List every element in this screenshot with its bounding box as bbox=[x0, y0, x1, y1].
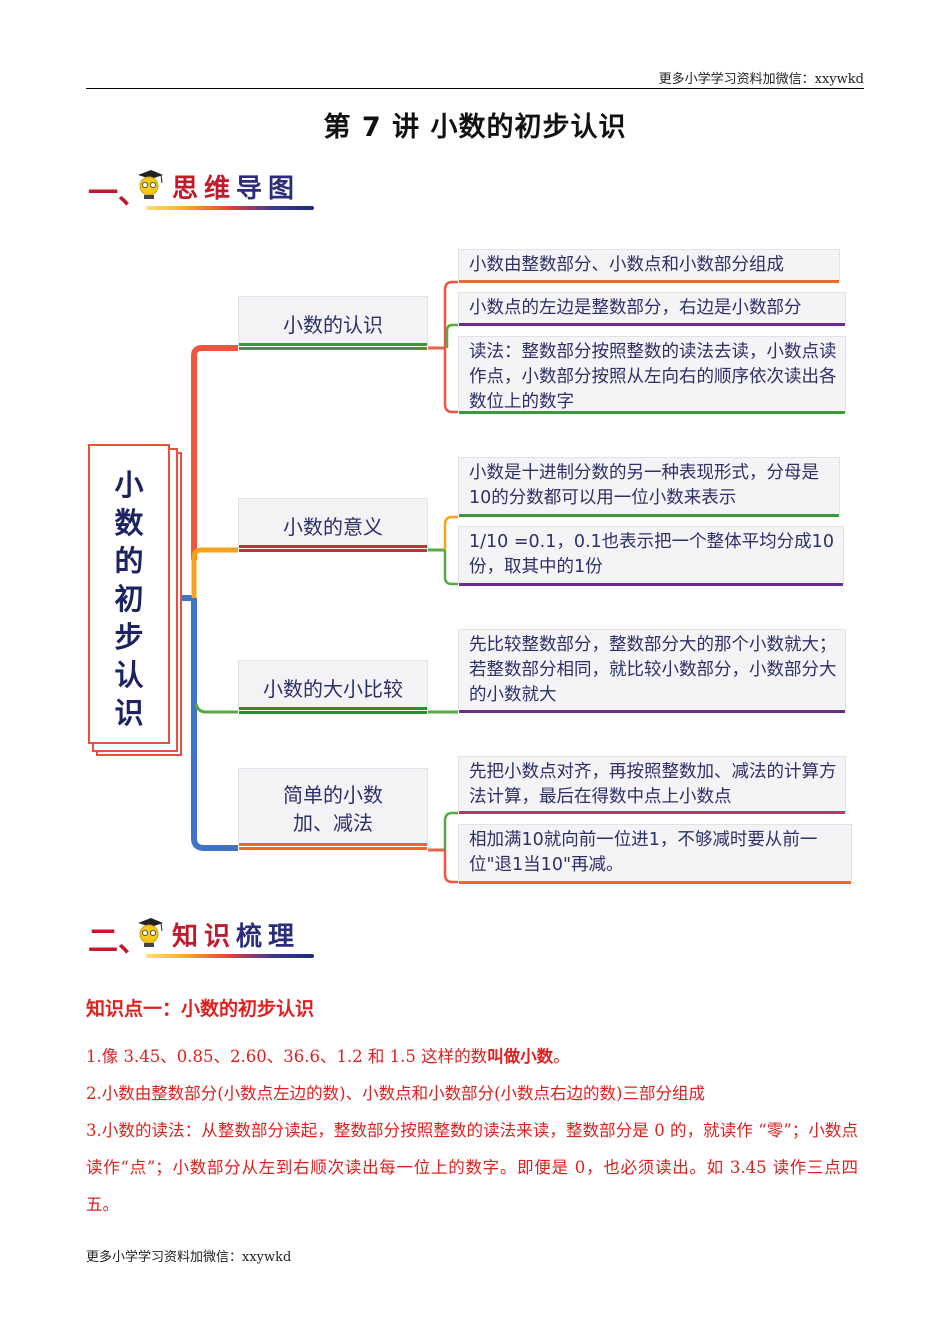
leaf-text: 先比较整数部分，整数部分大的那个小数就大；若整数部分相同，就比较小数部分，小数部… bbox=[469, 635, 837, 705]
leaf-node: 先比较整数部分，整数部分大的那个小数就大；若整数部分相同，就比较小数部分，小数部… bbox=[458, 629, 846, 713]
page-title: 第 7 讲 小数的初步认识 bbox=[323, 112, 627, 143]
root-label: 小数的初步认识 bbox=[90, 466, 168, 732]
section-number: 一、 bbox=[88, 176, 148, 211]
leaf-text: 小数由整数部分、小数点和小数部分组成 bbox=[469, 255, 784, 275]
knowledge-item-3: 3.小数的读法：从整数部分读起，整数部分按照整数的读法来读，整数部分是 0 的，… bbox=[86, 1112, 858, 1223]
graduate-mascot-icon bbox=[138, 918, 163, 947]
header-divider bbox=[86, 88, 864, 89]
branch-underline bbox=[239, 347, 427, 350]
leaf-text: 小数是十进制分数的另一种表现形式，分母是10的分数都可以用一位小数来表示 bbox=[469, 463, 819, 508]
leaf-text: 相加满10就向前一位进1，不够减时要从前一位"退1当10"再减。 bbox=[469, 830, 818, 875]
branch-label: 小数的认识 bbox=[283, 313, 383, 337]
branch-underline bbox=[239, 549, 427, 552]
leaf-underline bbox=[459, 881, 851, 884]
leaf-node: 相加满10就向前一位进1，不够减时要从前一位"退1当10"再减。 bbox=[458, 824, 852, 884]
leaf-underline bbox=[459, 411, 845, 414]
branch-underline bbox=[239, 711, 427, 714]
leaf-underline bbox=[459, 583, 843, 586]
branch-node-meaning: 小数的意义 bbox=[238, 498, 428, 552]
section-label: 思维导图 bbox=[172, 174, 301, 204]
item-emphasis: 叫做小数 bbox=[487, 1047, 554, 1066]
leaf-underline bbox=[459, 514, 839, 517]
item-end: 。 bbox=[553, 1047, 570, 1066]
banner-underline bbox=[146, 206, 314, 210]
header-note: 更多小学学习资料加微信：xxywkd bbox=[658, 72, 864, 87]
leaf-node: 小数是十进制分数的另一种表现形式，分母是10的分数都可以用一位小数来表示 bbox=[458, 457, 840, 517]
item-text: 1.像 3.45、0.85、2.60、36.6、1.2 和 1.5 这样的数 bbox=[86, 1047, 488, 1066]
leaf-text: 1/10 =0.1，0.1也表示把一个整体平均分成10份，取其中的1份 bbox=[469, 532, 834, 577]
leaf-node: 小数点的左边是整数部分，右边是小数部分 bbox=[458, 292, 846, 326]
branch-node-recognition: 小数的认识 bbox=[238, 296, 428, 350]
branch-underline bbox=[239, 847, 427, 850]
leaf-node: 小数由整数部分、小数点和小数部分组成 bbox=[458, 249, 840, 283]
section-banner-knowledge: 二、 知识梳理 bbox=[86, 906, 314, 966]
item-text: 2.小数由整数部分(小数点左边的数)、小数点和小数部分(小数点右边的数)三部分组… bbox=[86, 1084, 705, 1103]
mindmap-connectors bbox=[176, 280, 458, 884]
branch-label: 小数的意义 bbox=[283, 515, 383, 539]
branch-node-comparison: 小数的大小比较 bbox=[238, 660, 428, 714]
leaf-node: 先把小数点对齐，再按照整数加、减法的计算方法计算，最后在得数中点上小数点 bbox=[458, 756, 846, 814]
leaf-node: 读法：整数部分按照整数的读法去读，小数点读作点，小数部分按照从左向右的顺序依次读… bbox=[458, 336, 846, 414]
section-banner-mindmap: 一、 思维导图 bbox=[86, 158, 314, 218]
branch-label: 简单的小数加、减法 bbox=[283, 783, 383, 835]
root-text: 小数的初步认识 bbox=[114, 468, 144, 730]
leaf-text: 读法：整数部分按照整数的读法去读，小数点读作点，小数部分按照从左向右的顺序依次读… bbox=[469, 342, 837, 412]
footer-note: 更多小学学习资料加微信：xxywkd bbox=[86, 1250, 292, 1265]
branch-node-add-subtract: 简单的小数加、减法 bbox=[238, 768, 428, 850]
banner-underline bbox=[146, 954, 314, 958]
leaf-node: 1/10 =0.1，0.1也表示把一个整体平均分成10份，取其中的1份 bbox=[458, 526, 844, 586]
leaf-underline bbox=[459, 323, 845, 326]
branch-underline bbox=[239, 707, 427, 710]
graduate-mascot-icon bbox=[138, 170, 163, 199]
branch-underline bbox=[239, 545, 427, 548]
branch-underline bbox=[239, 343, 427, 346]
item-text: 3.小数的读法：从整数部分读起，整数部分按照整数的读法来读，整数部分是 0 的，… bbox=[86, 1121, 858, 1214]
leaf-underline bbox=[459, 280, 839, 283]
knowledge-item-1: 1.像 3.45、0.85、2.60、36.6、1.2 和 1.5 这样的数叫做… bbox=[86, 1038, 866, 1075]
leaf-text: 先把小数点对齐，再按照整数加、减法的计算方法计算，最后在得数中点上小数点 bbox=[469, 762, 837, 807]
mindmap-root-node: 小数的初步认识 bbox=[88, 444, 170, 744]
leaf-underline bbox=[459, 710, 845, 713]
knowledge-point-title: 知识点一：小数的初步认识 bbox=[86, 998, 315, 1020]
leaf-text: 小数点的左边是整数部分，右边是小数部分 bbox=[469, 298, 802, 318]
branch-label: 小数的大小比较 bbox=[263, 677, 403, 701]
knowledge-item-2: 2.小数由整数部分(小数点左边的数)、小数点和小数部分(小数点右边的数)三部分组… bbox=[86, 1075, 876, 1112]
section-number: 二、 bbox=[88, 924, 148, 959]
leaf-underline bbox=[459, 811, 845, 814]
branch-underline bbox=[239, 843, 427, 846]
section-label: 知识梳理 bbox=[172, 922, 301, 952]
